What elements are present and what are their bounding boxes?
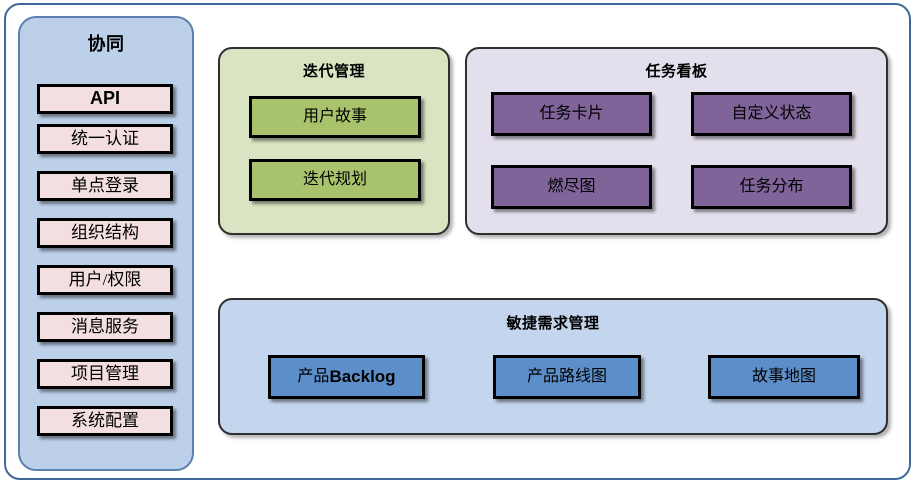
sidebar-item-sso[interactable]: 单点登录 (37, 171, 173, 201)
sidebar-item-project-mgmt[interactable]: 项目管理 (37, 359, 173, 389)
panel-collaboration[interactable]: 协同 API 统一认证 单点登录 组织结构 用户/权限 消息服务 项目管理 系统… (18, 16, 194, 471)
sidebar-item-user-permission[interactable]: 用户/权限 (37, 265, 173, 295)
sidebar-item-api[interactable]: API (37, 84, 173, 114)
panel-iteration-title: 迭代管理 (302, 63, 365, 80)
sidebar-item-org-structure[interactable]: 组织结构 (37, 218, 173, 248)
agile-item-product-roadmap[interactable]: 产品路线图 (493, 355, 641, 399)
sidebar-item-unified-auth[interactable]: 统一认证 (37, 124, 173, 154)
board-item-custom-status[interactable]: 自定义状态 (691, 92, 852, 136)
iteration-item-iteration-plan[interactable]: 迭代规划 (249, 159, 421, 201)
panel-task-board[interactable]: 任务看板 任务卡片 自定义状态 燃尽图 任务分布 (465, 47, 888, 235)
panel-task-board-title: 任务看板 (645, 63, 708, 80)
sidebar-item-message-service[interactable]: 消息服务 (37, 312, 173, 342)
sidebar-item-system-config[interactable]: 系统配置 (37, 406, 173, 436)
board-item-task-dist[interactable]: 任务分布 (691, 165, 852, 209)
agile-item-product-backlog-prefix: 产品 (297, 368, 330, 386)
panel-collaboration-title: 协同 (87, 34, 125, 54)
panel-agile-title: 敏捷需求管理 (506, 315, 600, 332)
board-item-burndown[interactable]: 燃尽图 (491, 165, 652, 209)
iteration-item-user-story[interactable]: 用户故事 (249, 96, 421, 138)
agile-item-story-map[interactable]: 故事地图 (708, 355, 860, 399)
panel-iteration-management[interactable]: 迭代管理 用户故事 迭代规划 (218, 47, 450, 235)
board-item-task-card[interactable]: 任务卡片 (491, 92, 652, 136)
agile-item-product-backlog-suffix: Backlog (329, 366, 396, 386)
